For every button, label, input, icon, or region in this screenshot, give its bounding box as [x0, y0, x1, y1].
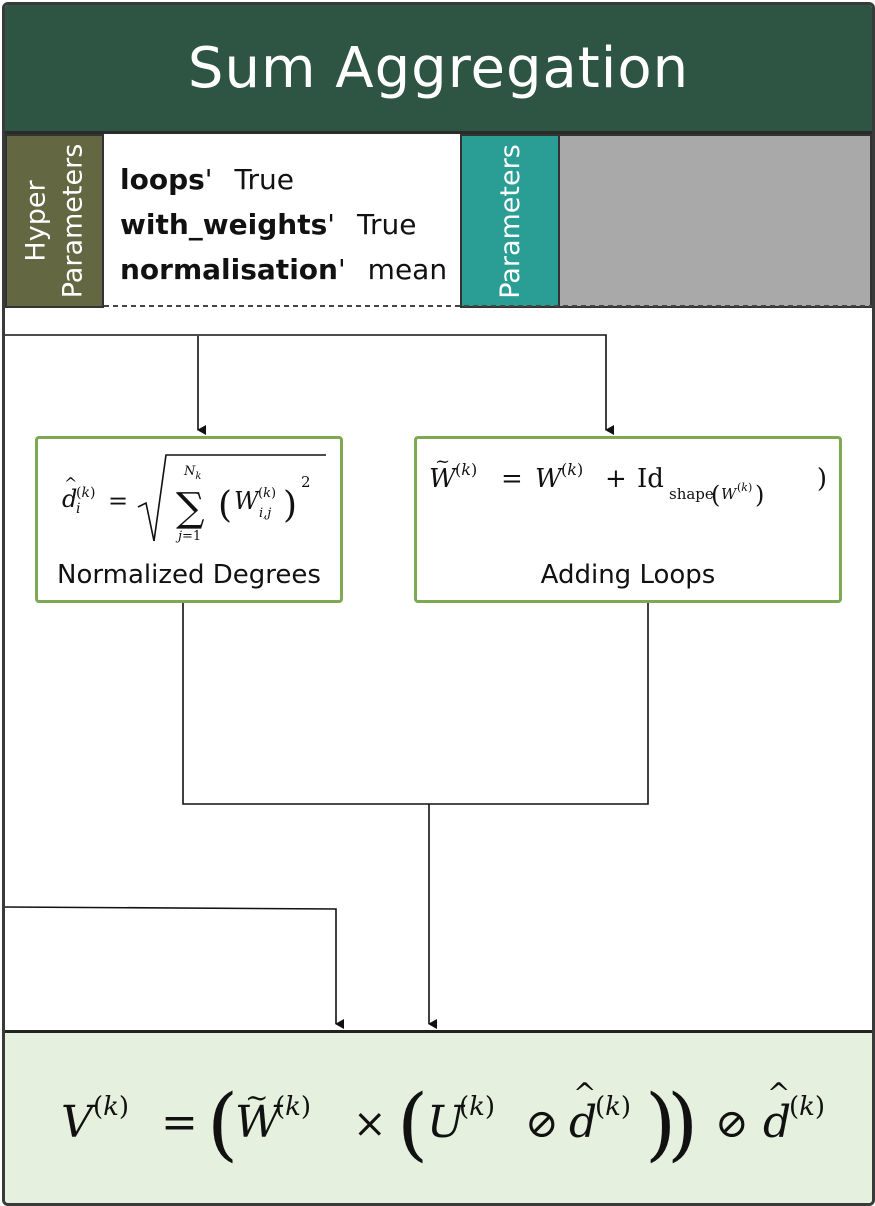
- svg-text:(k): (k): [737, 481, 752, 494]
- hyper-parameter-row: with_weights' True: [120, 202, 447, 247]
- svg-text:(: (: [711, 481, 720, 509]
- diagram-title: Sum Aggregation: [187, 35, 690, 101]
- hyper-parameter-value: True: [356, 208, 417, 241]
- svg-text:=: =: [501, 464, 523, 494]
- title-bar: Sum Aggregation: [5, 5, 872, 134]
- svg-text:): ): [667, 1077, 698, 1170]
- merge-line: [182, 603, 649, 805]
- svg-text:): ): [817, 464, 827, 494]
- svg-text:^: ^: [767, 1077, 790, 1110]
- svg-text:(k): (k): [595, 1092, 631, 1122]
- svg-text:(k): (k): [561, 460, 583, 479]
- svg-text:W: W: [429, 464, 458, 494]
- result-formula-panel: V (k) = ( W ~ (k) × ( U (k) ⊘ d ^ (k) ) …: [5, 1030, 872, 1203]
- svg-text:^: ^: [64, 474, 77, 493]
- hyper-parameter-list: loops'True with_weights'True normalisati…: [120, 157, 447, 292]
- svg-text:(: (: [397, 1077, 428, 1170]
- svg-text:(k): (k): [76, 485, 95, 501]
- normalized-degrees-label: Normalized Degrees: [57, 560, 321, 590]
- svg-text:i: i: [76, 501, 80, 517]
- svg-text:Nk: Nk: [183, 464, 201, 482]
- svg-text:+: +: [605, 464, 627, 494]
- adding-loops-box: W ~ (k) = W (k) + Id shape ( W (k) ) ) A…: [414, 436, 842, 603]
- hyper-parameters-tab: Hyper Parameters: [5, 134, 104, 308]
- result-formula: V (k) = ( W ~ (k) × ( U (k) ⊘ d ^ (k) ) …: [61, 1077, 825, 1170]
- hyper-parameter-separator: ': [204, 163, 213, 196]
- hyper-parameter-key: loops: [120, 163, 205, 196]
- svg-text:=: =: [108, 487, 128, 515]
- svg-text:2: 2: [301, 473, 311, 491]
- svg-text:(: (: [207, 1077, 238, 1170]
- svg-text:V: V: [61, 1097, 97, 1148]
- svg-text:∑: ∑: [176, 485, 205, 531]
- hyper-parameter-separator: ': [337, 253, 346, 286]
- svg-text:W: W: [235, 1097, 284, 1148]
- svg-text:(: (: [218, 485, 232, 526]
- connector-lines: [5, 305, 872, 1029]
- svg-text:W: W: [535, 464, 564, 494]
- input-u-arrow: [5, 906, 344, 1029]
- svg-text:): ): [645, 1077, 676, 1170]
- svg-text:(k): (k): [459, 1092, 495, 1122]
- svg-text:Id: Id: [637, 464, 664, 494]
- svg-text:^: ^: [573, 1077, 596, 1110]
- svg-text:W: W: [234, 487, 261, 515]
- svg-text:(k): (k): [789, 1092, 825, 1122]
- svg-text:j=1: j=1: [175, 529, 201, 544]
- svg-text:W: W: [721, 485, 738, 503]
- hyper-parameter-key: normalisation: [120, 253, 338, 286]
- svg-text:(k): (k): [258, 486, 276, 501]
- svg-text:d: d: [763, 1097, 791, 1148]
- svg-text:⊘: ⊘: [525, 1101, 559, 1147]
- svg-text:i,j: i,j: [259, 506, 271, 521]
- svg-text:): ): [755, 481, 764, 509]
- svg-text:d: d: [62, 485, 77, 513]
- hyper-parameter-row: normalisation' mean: [120, 247, 447, 292]
- input-line: [5, 334, 614, 435]
- svg-text:(k): (k): [275, 1092, 311, 1122]
- svg-text:=: =: [161, 1097, 198, 1148]
- svg-text:⊘: ⊘: [715, 1101, 749, 1147]
- svg-text:(k): (k): [455, 460, 477, 479]
- svg-text:): ): [283, 485, 297, 526]
- hyper-parameter-separator: ': [327, 208, 335, 241]
- adding-loops-formula: W ~ (k) = W (k) + Id shape ( W (k) ) ): [429, 451, 827, 509]
- svg-text:~: ~: [435, 451, 450, 472]
- hyper-parameter-row: loops' True: [120, 157, 447, 202]
- svg-text:d: d: [569, 1097, 597, 1148]
- svg-text:×: ×: [353, 1101, 387, 1147]
- svg-text:U: U: [427, 1097, 466, 1148]
- svg-text:(k): (k): [93, 1092, 129, 1122]
- hyper-parameter-value: True: [234, 163, 294, 196]
- adding-loops-label: Adding Loops: [540, 560, 716, 590]
- svg-text:shape: shape: [669, 485, 714, 503]
- hyper-parameter-value: mean: [367, 253, 448, 286]
- hyper-parameter-key: with_weights: [120, 208, 328, 241]
- normalized-degrees-formula: d ^ i (k) = ∑ Nk j=1 ( W (k) i,j ) 2: [62, 454, 326, 544]
- svg-text:~: ~: [245, 1081, 268, 1114]
- normalized-degrees-box: d ^ i (k) = ∑ Nk j=1 ( W (k) i,j ) 2 Nor…: [35, 436, 343, 603]
